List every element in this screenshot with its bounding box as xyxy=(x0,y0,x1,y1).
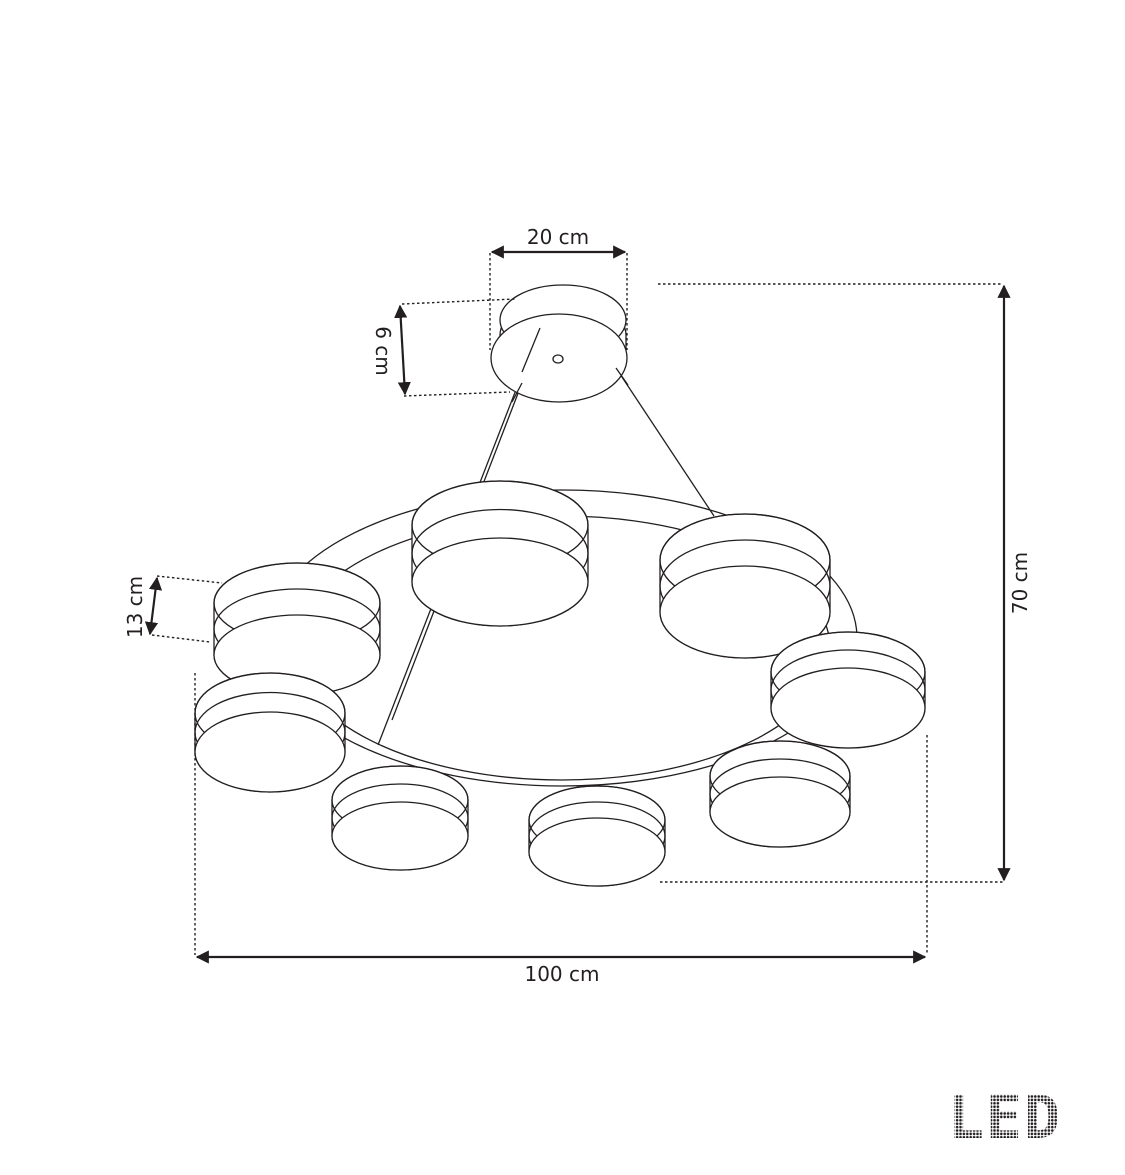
dimension-total-width: 100 cm xyxy=(194,673,928,986)
total-width-label: 100 cm xyxy=(524,962,599,986)
lamp-shade xyxy=(528,785,666,887)
shade-rim xyxy=(709,776,851,848)
lamp-shades xyxy=(194,480,926,887)
canopy-width-label: 20 cm xyxy=(527,225,589,249)
dimension-total-height: 70 cm xyxy=(658,283,1032,883)
shade-rim xyxy=(659,565,831,659)
shade-rim xyxy=(194,711,346,793)
ceiling-canopy xyxy=(490,284,629,403)
led-badge-logo: LED xyxy=(948,1083,1062,1153)
dimension-canopy-height: 6 cm xyxy=(371,298,516,397)
canopy-height-label: 6 cm xyxy=(371,326,395,376)
lamp-shade xyxy=(331,765,469,871)
shade-rim xyxy=(411,537,589,627)
total-height-label: 70 cm xyxy=(1008,552,1032,614)
lamp-shade xyxy=(411,480,589,627)
lamp-shade xyxy=(194,672,346,793)
dimension-canopy-width: 20 cm xyxy=(489,225,628,350)
lamp-shade xyxy=(213,562,381,696)
lamp-shade xyxy=(659,513,831,659)
lamp-shade xyxy=(709,740,851,848)
dimension-shade-height: 13 cm xyxy=(123,575,223,643)
shade-height-label: 13 cm xyxy=(123,576,147,638)
shade-rim xyxy=(331,801,469,871)
shade-rim xyxy=(528,817,666,887)
lamp-shade xyxy=(770,631,926,749)
shade-rim xyxy=(770,667,926,749)
